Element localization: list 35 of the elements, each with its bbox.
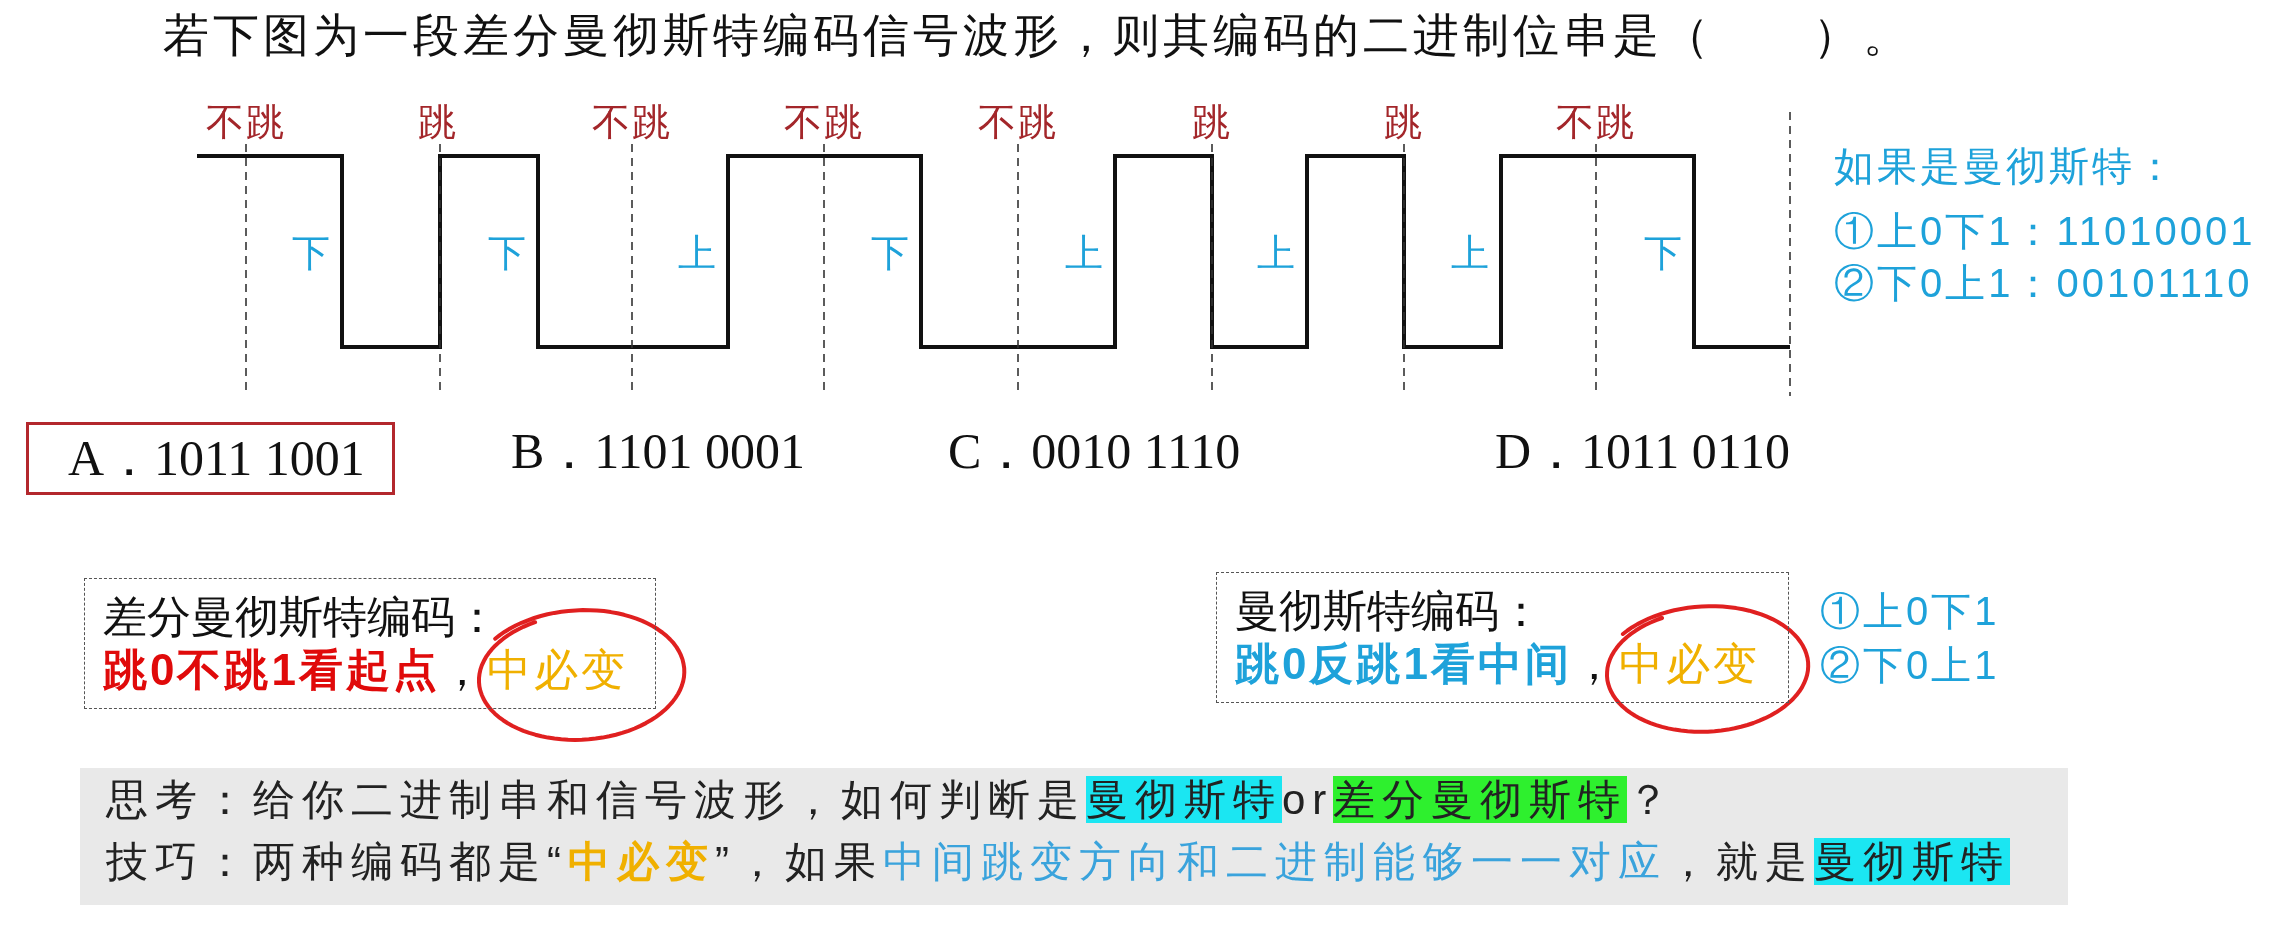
- selected-option: A．1011 1001: [26, 422, 395, 495]
- note-text: ②下0上1: [1820, 642, 2000, 688]
- transition-label: 不跳: [592, 100, 672, 144]
- direction-label: 下: [871, 231, 909, 275]
- box-heading: 差分曼彻斯特编码：: [103, 591, 499, 643]
- transition-label: 不跳: [784, 100, 864, 144]
- note-text: ①上0下1：11010001: [1834, 208, 2256, 254]
- question-text: 若下图为一段差分曼彻斯特编码信号波形，则其编码的二进制位串是（ ）。: [163, 9, 1913, 63]
- direction-label: 上: [1065, 231, 1103, 275]
- direction-label: 下: [292, 231, 330, 275]
- note-text: 技巧：两种编码都是“中必变”，如果中间跳变方向和二进制能够一一对应，就是曼彻斯特: [106, 837, 2010, 887]
- transition-label: 不跳: [978, 100, 1058, 144]
- answer-option: D．1011 0110: [1495, 422, 1790, 480]
- transition-label: 跳: [418, 100, 458, 144]
- note-text: ①上0下1: [1820, 588, 2000, 634]
- answer-option: C．0010 1110: [948, 422, 1241, 480]
- answer-option: B．1101 0001: [511, 422, 805, 480]
- direction-label: 下: [488, 231, 526, 275]
- dashed-box: [84, 578, 656, 709]
- transition-label: 不跳: [206, 100, 286, 144]
- transition-label: 跳: [1192, 100, 1232, 144]
- dashed-box: [1216, 572, 1789, 703]
- transition-label: 不跳: [1556, 100, 1636, 144]
- transition-label: 跳: [1384, 100, 1424, 144]
- direction-label: 上: [1451, 231, 1489, 275]
- note-band: [80, 768, 2068, 905]
- direction-label: 上: [678, 231, 716, 275]
- rule-text: 跳0反跳1看中间，中必变: [1235, 638, 1760, 690]
- note-text: 如果是曼彻斯特：: [1834, 143, 2178, 189]
- direction-label: 上: [1257, 231, 1295, 275]
- rule-text: 跳0不跳1看起点，中必变: [103, 644, 628, 696]
- direction-label: 下: [1644, 231, 1682, 275]
- note-text: ②下0上1：00101110: [1834, 260, 2253, 306]
- note-text: 思考：给你二进制串和信号波形，如何判断是曼彻斯特or差分曼彻斯特？: [106, 775, 1677, 825]
- box-heading: 曼彻斯特编码：: [1235, 585, 1543, 637]
